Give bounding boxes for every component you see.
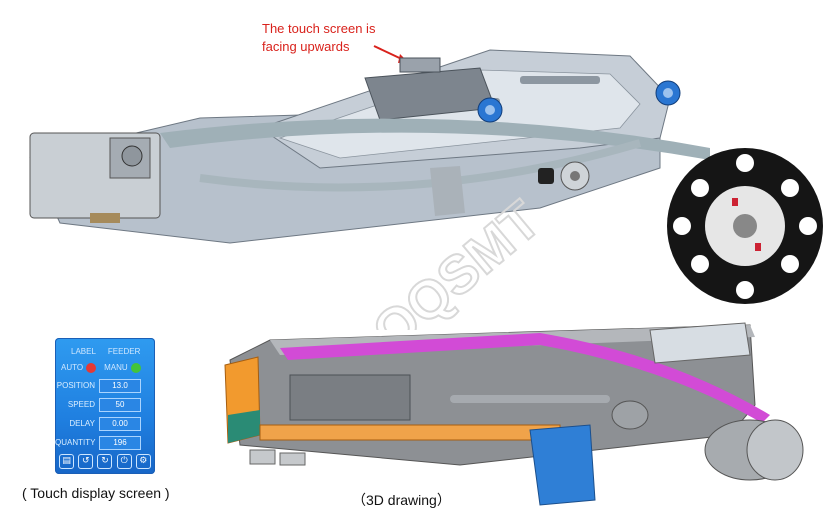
touch-header-feeder: FEEDER (107, 347, 141, 356)
touch-icon-bar: ▤ ↺ ↻ ⏻ ⚙ (57, 452, 153, 470)
caption-3d-drawing: （3D drawing） (352, 492, 451, 508)
caption-touch-display: ( Touch display screen ) (22, 485, 170, 501)
speed-label: SPEED (67, 400, 95, 409)
feeder-photo (29, 49, 823, 304)
position-value[interactable]: 13.0 (99, 378, 141, 393)
annotation-line-2: facing upwards (262, 39, 350, 54)
touch-mode-row: AUTO MANU (55, 358, 155, 377)
position-label: POSITION (56, 381, 95, 390)
touch-mode-auto-label: AUTO (61, 363, 84, 372)
quantity-label: QUANTITY (55, 438, 96, 447)
reel (667, 148, 823, 304)
auto-indicator-dot[interactable] (86, 362, 97, 373)
touch-row-quantity: QUANTITY 196 (55, 433, 155, 452)
touch-mode-manu-label: MANU (104, 363, 128, 372)
watermark-text: QQSMT (361, 190, 550, 330)
feeder-3d-drawing (224, 322, 804, 506)
rewind-icon[interactable]: ↺ (78, 453, 94, 469)
gear-icon[interactable]: ⚙ (135, 453, 151, 469)
power-icon[interactable]: ⏻ (116, 453, 132, 469)
touch-row-speed: SPEED 50 (55, 395, 155, 414)
touch-row-position: POSITION 13.0 (55, 376, 155, 395)
annotation-text: The touch screen is facing upwards (262, 20, 402, 56)
speed-value[interactable]: 50 (99, 397, 141, 412)
manu-indicator-dot[interactable] (130, 362, 141, 373)
watermark: QQSMT (360, 189, 550, 330)
quantity-value[interactable]: 196 (99, 435, 141, 450)
forward-icon[interactable]: ↻ (97, 453, 113, 469)
touch-header-label: LABEL (71, 347, 96, 356)
touch-header-row: LABEL FEEDER (55, 342, 155, 361)
feeder-icon[interactable]: ▤ (59, 453, 75, 469)
touch-display-screen: LABEL FEEDER AUTO MANU POSITION 13.0 SPE… (55, 338, 155, 474)
delay-value[interactable]: 0.00 (99, 416, 141, 431)
annotation-line-1: The touch screen is (262, 21, 376, 36)
delay-label: DELAY (69, 419, 95, 428)
touch-row-delay: DELAY 0.00 (55, 414, 155, 433)
